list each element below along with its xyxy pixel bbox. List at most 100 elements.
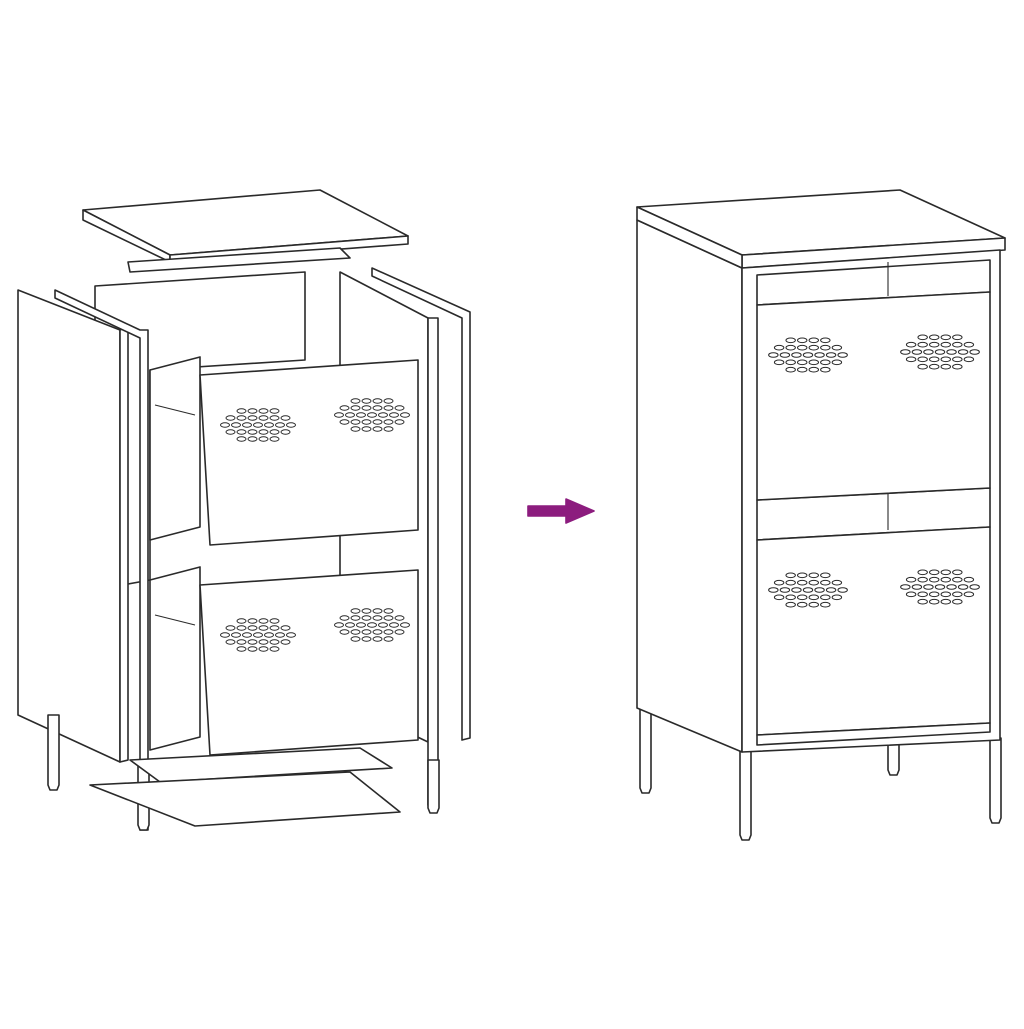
drawer-slide <box>154 404 196 416</box>
vent-slot <box>940 576 952 583</box>
vent-slot <box>394 615 405 621</box>
vent-slot <box>785 579 796 586</box>
right-arrow-shape <box>527 498 595 524</box>
vent-slot <box>350 615 361 621</box>
vent-slot <box>231 632 241 638</box>
vent-slot <box>400 412 410 418</box>
vent-slot <box>929 334 940 341</box>
vent-slot <box>356 412 366 418</box>
vent-slot <box>963 341 975 348</box>
vent-slot <box>258 639 269 645</box>
vent-slot <box>940 334 952 341</box>
vent-slot <box>808 572 820 579</box>
vent-slot <box>400 622 410 628</box>
vent-slot <box>247 429 258 435</box>
vent-slot <box>797 601 808 608</box>
vent-slot <box>220 422 230 428</box>
vent-slot <box>345 412 355 418</box>
vent-slot <box>785 359 796 366</box>
vent-slot <box>808 594 820 601</box>
vent-slot <box>269 436 280 442</box>
vent-slot <box>236 618 247 624</box>
vent-slot <box>808 579 820 586</box>
vent-slot <box>808 337 820 344</box>
vent-slot <box>808 601 820 608</box>
vent-slot <box>940 363 952 370</box>
vent-slot <box>356 622 366 628</box>
drawer-body <box>149 356 201 541</box>
vent-slot <box>269 408 280 414</box>
vent-slot <box>258 618 269 624</box>
vent-slot <box>258 646 269 652</box>
vent-slot <box>785 594 796 601</box>
vent-slot <box>808 366 820 373</box>
vent-slot <box>367 412 377 418</box>
base-plate <box>89 771 401 827</box>
leg <box>47 714 60 791</box>
vent-slot <box>225 639 236 645</box>
vent-slot <box>247 436 258 442</box>
vent-slot <box>280 415 291 421</box>
vent-slot <box>389 412 399 418</box>
vent-slot <box>269 429 280 435</box>
vent-slot <box>831 344 843 351</box>
vent-slot <box>258 429 269 435</box>
base-rail <box>756 722 991 746</box>
vent-slot <box>280 639 291 645</box>
vent-slot <box>383 426 394 432</box>
vent-slot <box>269 625 280 631</box>
vent-slot <box>247 408 258 414</box>
vent-slot <box>372 636 383 642</box>
drawer-front <box>756 526 991 736</box>
vent-slot <box>339 419 350 425</box>
vent-slot <box>773 579 785 586</box>
vent-slot <box>779 587 791 593</box>
vent-slot <box>917 569 928 576</box>
vent-slot <box>940 591 952 598</box>
vent-slot <box>361 629 372 635</box>
vent-slot <box>952 569 963 576</box>
vent-slot <box>247 415 258 421</box>
vent-slot <box>286 422 296 428</box>
exploded-cabinet <box>17 189 471 831</box>
vent-slot <box>361 615 372 621</box>
vent-slot <box>225 429 236 435</box>
vent-slot <box>969 349 980 355</box>
vent-slot <box>814 352 825 358</box>
vent-slot <box>797 337 808 344</box>
vent-slot <box>350 426 361 432</box>
vent-slot <box>361 636 372 642</box>
vent-slot <box>957 584 969 590</box>
vent-slot <box>383 615 394 621</box>
vent-slot <box>361 398 372 404</box>
vent-slot <box>917 598 928 605</box>
vent-slot <box>350 405 361 411</box>
vent-slot <box>952 334 963 341</box>
vent-slot <box>946 349 957 355</box>
vent-slot <box>247 618 258 624</box>
vent-slot <box>247 625 258 631</box>
vent-slot <box>350 419 361 425</box>
vent-slot <box>957 349 969 355</box>
vent-slot <box>785 366 796 373</box>
vent-slot <box>361 405 372 411</box>
right-front-post <box>427 317 439 806</box>
vent-slot <box>236 429 247 435</box>
vent-slot <box>929 598 940 605</box>
left-side-panel <box>17 289 121 763</box>
vent-slot <box>280 625 291 631</box>
left-side-edge <box>119 325 129 763</box>
vent-slot <box>905 341 917 348</box>
vent-slot <box>820 337 831 344</box>
vent-slot <box>802 352 814 358</box>
vent-slot <box>929 341 940 348</box>
vent-slot <box>820 366 831 373</box>
leg <box>427 759 440 814</box>
vent-slot <box>383 636 394 642</box>
vent-slot <box>963 576 975 583</box>
vent-slot <box>837 352 848 358</box>
vent-slot <box>242 632 252 638</box>
vent-slot <box>773 344 785 351</box>
vent-slot <box>231 422 241 428</box>
